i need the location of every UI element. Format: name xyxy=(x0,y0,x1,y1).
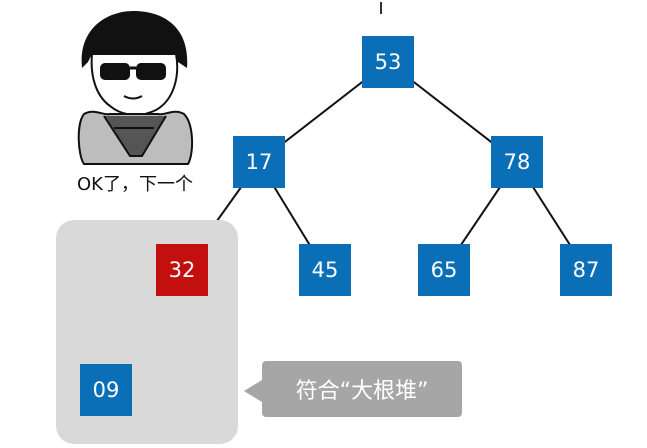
tree-node-78: 78 xyxy=(491,136,543,188)
tree-node-09: 09 xyxy=(80,364,132,416)
node-value: 53 xyxy=(374,50,402,74)
sunglasses-guy-sticker-icon xyxy=(77,10,194,165)
tree-node-87: 87 xyxy=(560,244,612,296)
callout-pointer xyxy=(244,380,262,402)
node-value: 45 xyxy=(311,258,339,282)
meme-sticker xyxy=(70,6,200,175)
tree-node-17: 17 xyxy=(233,136,285,188)
max-heap-callout: 符合“大根堆” xyxy=(262,361,462,417)
meme-caption: OK了，下一个 xyxy=(77,174,193,195)
tree-node-65: 65 xyxy=(418,244,470,296)
node-value: 09 xyxy=(92,378,120,402)
node-value: 17 xyxy=(245,150,273,174)
node-value: 78 xyxy=(503,150,531,174)
node-value: 32 xyxy=(168,258,196,282)
tree-node-32: 32 xyxy=(156,244,208,296)
node-value: 65 xyxy=(430,258,458,282)
node-value: 87 xyxy=(572,258,600,282)
tree-node-45: 45 xyxy=(299,244,351,296)
tree-node-53: 53 xyxy=(362,36,414,88)
